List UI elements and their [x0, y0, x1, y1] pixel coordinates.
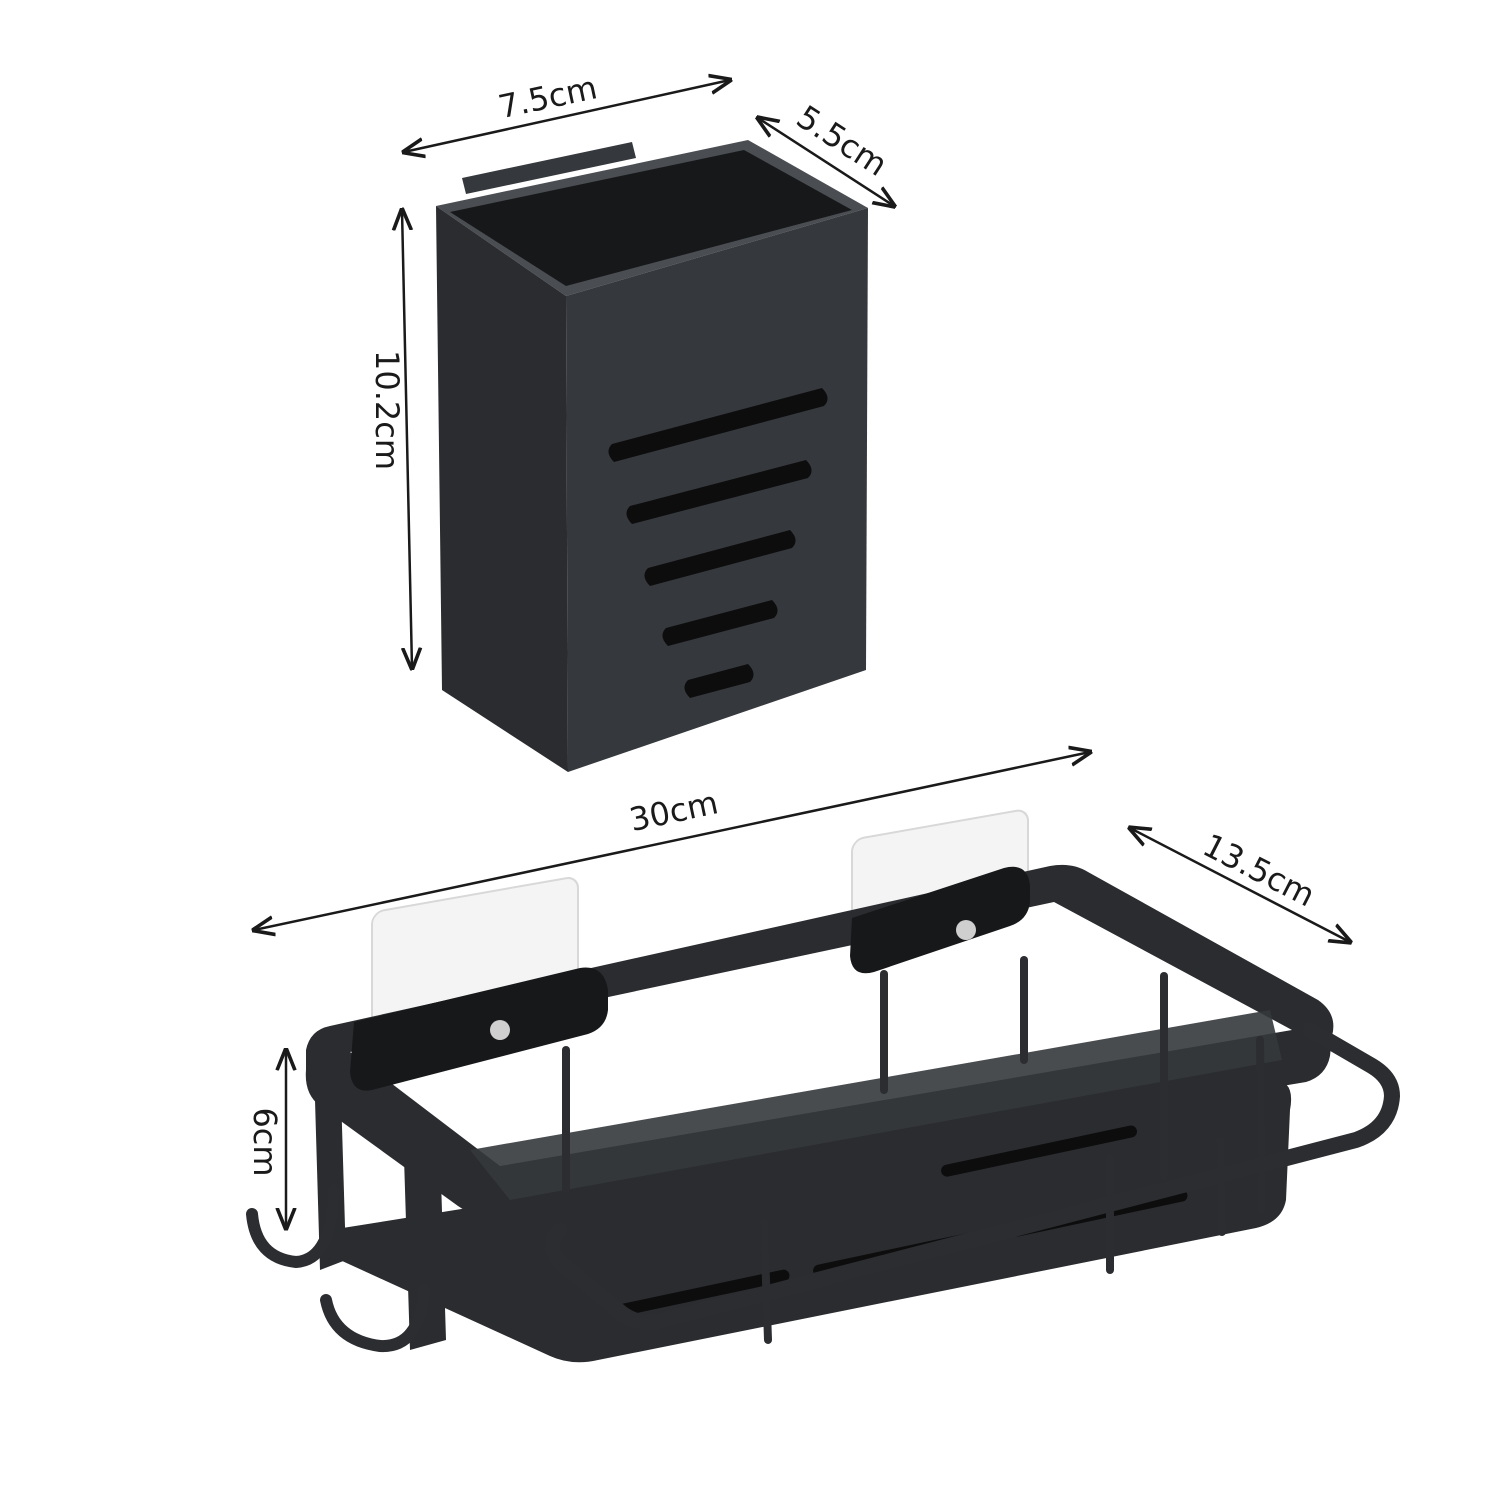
shelf-towel-bar — [544, 1022, 1401, 1331]
shelf-frame-opening — [350, 902, 1292, 1166]
holder-width-line — [404, 80, 730, 152]
shelf-vertical-rods — [562, 956, 1266, 1344]
side-hook-bar-outer — [314, 1060, 346, 1270]
holder-width-label: 7.5cm — [495, 68, 600, 126]
shelf-basket — [246, 809, 1401, 1363]
side-hook-bar-inner — [404, 1148, 446, 1350]
shelf-inner-panel — [470, 1010, 1282, 1200]
shelf-height-label: 6cm — [246, 1107, 284, 1176]
side-hook-upper — [246, 1184, 340, 1269]
bracket-screw-left — [490, 1020, 510, 1040]
utensil-holder — [436, 140, 868, 772]
holder-drain-slots — [608, 388, 828, 698]
shelf-length-label: 30cm — [626, 783, 721, 839]
bracket-screw-right — [956, 920, 976, 940]
holder-height-line — [402, 210, 412, 668]
mount-bracket-left — [350, 967, 608, 1091]
shelf-length-line — [254, 752, 1090, 930]
holder-left-face — [436, 206, 568, 772]
shelf-depth-label: 13.5cm — [1197, 826, 1321, 914]
shelf-depth-line — [1130, 828, 1350, 942]
side-hook-lower — [320, 1284, 430, 1353]
holder-depth-line — [758, 118, 894, 206]
holder-height-label: 10.2cm — [368, 350, 406, 470]
holder-opening — [450, 150, 852, 286]
